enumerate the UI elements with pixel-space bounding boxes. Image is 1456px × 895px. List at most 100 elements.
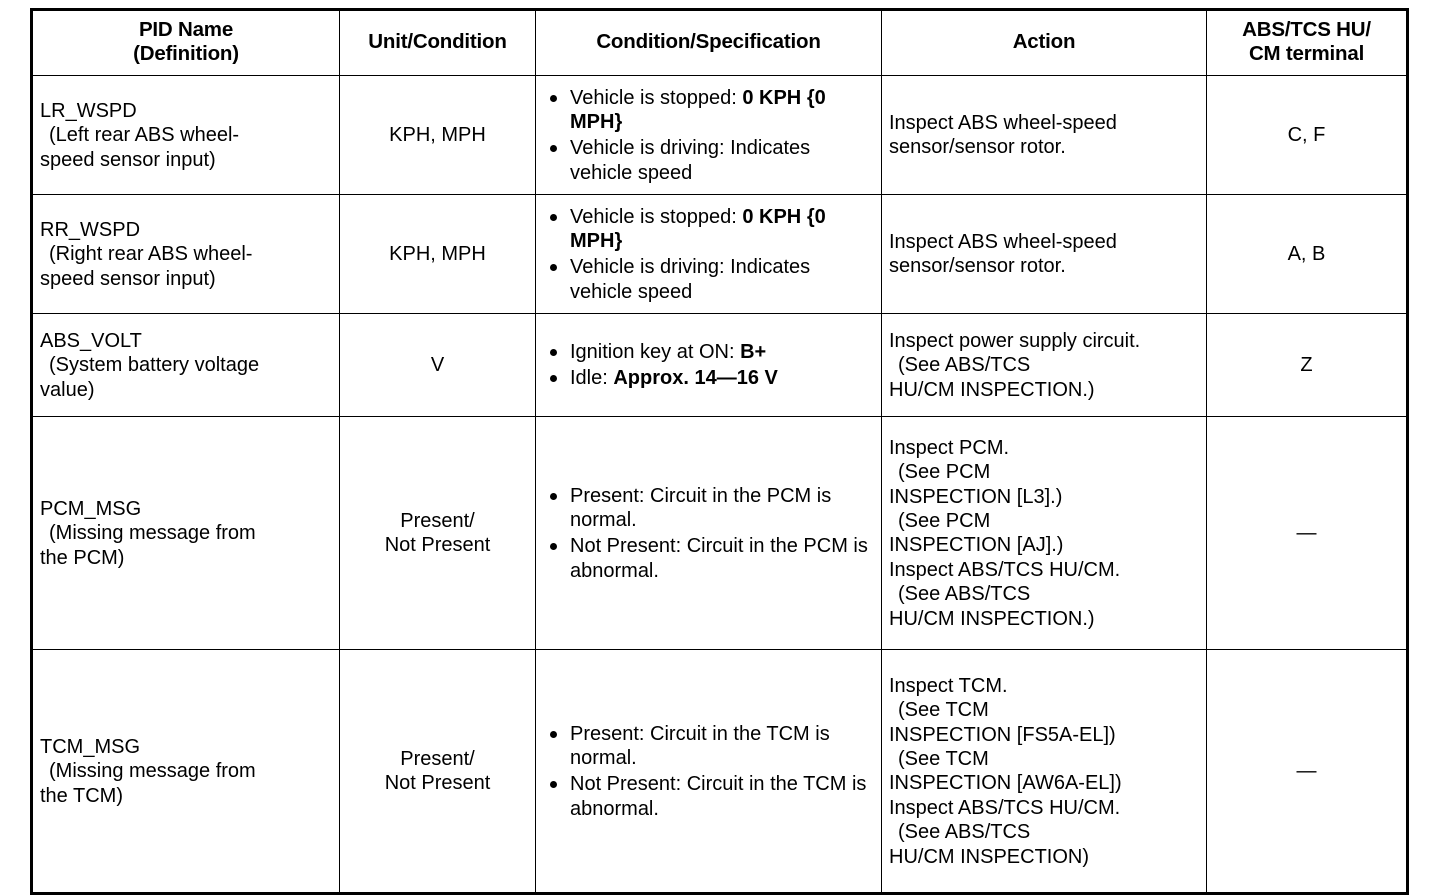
unit-line-1: Present/ [400,509,475,532]
condition-text: Ignition key at ON: [570,340,741,363]
action-line: INSPECTION [AJ].) [889,534,1064,557]
condition-text: Vehicle is stopped: [570,205,743,228]
header-line-1: Condition/Specification [596,30,821,54]
condition-text: Not Present: Circuit in the PCM is abnor… [570,535,868,582]
cell-condition-specification: Vehicle is stopped: 0 KPH {0 MPH}Vehicle… [535,75,882,196]
action-line: INSPECTION [L3].) [889,485,1063,508]
condition-item: Not Present: Circuit in the PCM is abnor… [544,534,877,583]
document-page: PID Name (Definition) Unit/Condition Con… [30,8,1409,895]
action-line: Inspect ABS wheel-speed [889,111,1117,134]
column-header-action: Action [881,8,1207,77]
pid-name-value: TCM_MSG [40,735,140,758]
condition-value-bold: Approx. 14—16 V [613,367,778,390]
pid-definition-line-2: speed sensor input) [40,267,216,290]
action-line: sensor/sensor rotor. [889,136,1066,159]
cell-unit-condition: KPH, MPH [339,75,536,196]
cell-abs-tcs-terminal: C, F [1206,75,1408,196]
table-row: RR_WSPD(Right rear ABS wheel-speed senso… [31,194,1408,315]
condition-item: Vehicle is stopped: 0 KPH {0 MPH} [544,205,877,254]
condition-value-bold: 0 KPH [742,86,802,109]
header-line-1: Unit/Condition [368,30,507,54]
cell-abs-tcs-terminal: A, B [1206,194,1408,315]
pid-definition-line-1: (Right rear ABS wheel- [49,243,253,266]
cell-abs-tcs-terminal: — [1206,649,1408,895]
pid-definition-line-1: (System battery voltage [49,354,260,377]
action-line: (See ABS/TCS [898,354,1031,377]
condition-item: Idle: Approx. 14—16 V [544,366,877,390]
table-body: LR_WSPD(Left rear ABS wheel-speed sensor… [31,75,1408,895]
header-row: PID Name (Definition) Unit/Condition Con… [31,8,1408,77]
pid-definition-line-2: speed sensor input) [40,148,216,171]
pid-definition-line-1: (Missing message from [49,522,256,545]
action-line: INSPECTION [AW6A-EL]) [889,772,1122,795]
condition-item: Vehicle is driving: Indicates vehicle sp… [544,136,877,185]
unit-line-2: Not Present [384,534,491,557]
action-line: (See TCM [898,699,989,722]
unit-line-1: Present/ [400,747,475,770]
unit-line-2: Not Present [384,772,491,795]
cell-abs-tcs-terminal: — [1206,416,1408,651]
unit-line-1: KPH, MPH [389,124,486,147]
action-line: (See ABS/TCS [898,583,1031,606]
column-header-unit-condition: Unit/Condition [339,8,536,77]
action-line: (See PCM [898,461,991,484]
condition-value-bold: B+ [740,340,767,363]
header-line-2: CM terminal [1248,42,1365,66]
cell-abs-tcs-terminal: Z [1206,313,1408,418]
action-line: (See TCM [898,747,989,770]
condition-list: Present: Circuit in the PCM is normal.No… [544,484,877,584]
action-line: (See PCM [898,509,991,532]
action-line: Inspect ABS/TCS HU/CM. [889,796,1121,819]
pid-definition-line-2: the TCM) [40,784,123,807]
column-header-pid-name: PID Name (Definition) [31,8,340,77]
action-line: Inspect ABS/TCS HU/CM. [889,558,1121,581]
condition-value-alt-bold: {0 MPH} [570,86,826,133]
condition-value-bold: 0 KPH [742,205,802,228]
column-header-abs-tcs-hu-cm-terminal: ABS/TCS HU/ CM terminal [1206,8,1408,77]
header-line-1: ABS/TCS HU/ [1242,18,1371,41]
condition-text: Vehicle is stopped: [570,86,743,109]
action-line: Inspect ABS wheel-speed [889,230,1117,253]
cell-condition-specification: Ignition key at ON: B+ Idle: Approx. 14—1… [535,313,882,418]
condition-list: Ignition key at ON: B+ Idle: Approx. 14—1… [544,340,877,391]
pid-definition-line-1: (Left rear ABS wheel- [49,124,240,147]
action-line: HU/CM INSPECTION.) [889,607,1095,630]
action-line: Inspect PCM. [889,436,1010,459]
header-line-1: Action [1012,30,1076,54]
action-line: Inspect power supply circuit. [889,329,1141,352]
condition-value-alt-bold: {0 MPH} [570,205,826,252]
pid-name-value: ABS_VOLT [40,329,142,352]
header-line-1: PID Name [138,18,234,41]
condition-item: Not Present: Circuit in the TCM is abnor… [544,772,877,821]
pid-name-value: PCM_MSG [40,497,142,520]
condition-item: Present: Circuit in the PCM is normal. [544,484,877,533]
action-line: HU/CM INSPECTION) [889,845,1089,868]
condition-text: Present: Circuit in the TCM is normal. [570,722,830,769]
cell-action: Inspect power supply circuit.(See ABS/TC… [881,313,1207,418]
pid-definition-line-1: (Missing message from [49,760,256,783]
cell-pid-name: RR_WSPD(Right rear ABS wheel-speed senso… [31,194,340,315]
cell-unit-condition: Present/Not Present [339,649,536,895]
cell-condition-specification: Present: Circuit in the TCM is normal.No… [535,649,882,895]
cell-pid-name: LR_WSPD(Left rear ABS wheel-speed sensor… [31,75,340,196]
header-line-2: (Definition) [133,42,239,66]
condition-text: Idle: [570,367,614,390]
pid-name-value: RR_WSPD [40,218,141,241]
condition-item: Present: Circuit in the TCM is normal. [544,722,877,771]
cell-condition-specification: Present: Circuit in the PCM is normal.No… [535,416,882,651]
condition-text: Present: Circuit in the PCM is normal. [570,484,832,531]
action-line: sensor/sensor rotor. [889,255,1066,278]
condition-item: Vehicle is stopped: 0 KPH {0 MPH} [544,86,877,135]
pid-definition-line-2: the PCM) [40,546,125,569]
pid-definition-line-2: value) [40,378,95,401]
condition-text: Not Present: Circuit in the TCM is abnor… [570,773,867,820]
action-line: (See ABS/TCS [898,821,1031,844]
unit-line-1: V [430,354,445,377]
